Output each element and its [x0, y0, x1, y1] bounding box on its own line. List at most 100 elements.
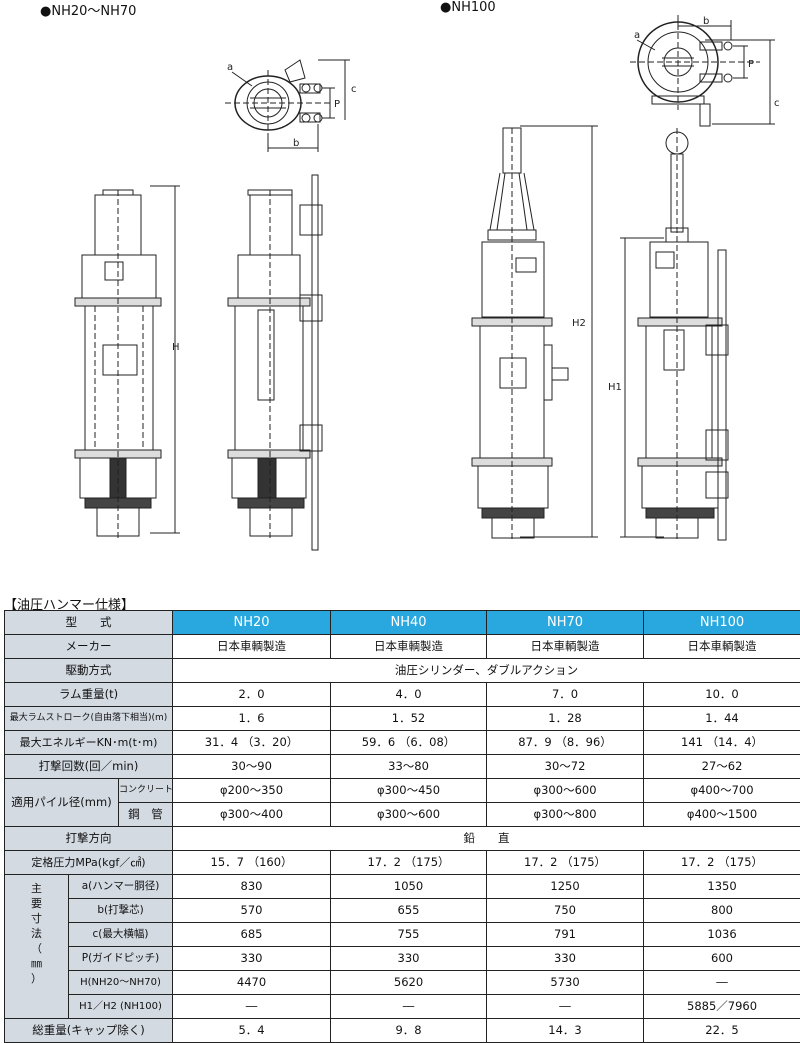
model-header: NH70 — [487, 611, 644, 635]
table-cell: 22．5 — [644, 1019, 800, 1043]
dim-h2: H2 — [572, 318, 586, 329]
table-cell: φ400～700 — [644, 779, 800, 803]
table-row: 最大ラムストローク(自由落下相当)(m) 1．6 1．52 1．28 1．44 — [5, 707, 800, 731]
table-row: 型 式 NH20 NH40 NH70 NH100 — [5, 611, 800, 635]
table-cell: 1．28 — [487, 707, 644, 731]
table-cell: ― — [644, 971, 800, 995]
row-label: ラム重量(t) — [5, 683, 173, 707]
table-row: 打撃方向 鉛 直 — [5, 827, 800, 851]
vertical-char: （ — [5, 941, 68, 956]
table-cell: 570 — [173, 899, 331, 923]
table-cell: φ300～450 — [331, 779, 487, 803]
row-sublabel: c(最大横幅) — [69, 923, 173, 947]
row-sublabel: H1／H2 (NH100) — [69, 995, 173, 1019]
table-row: 最大エネルギーKN･m(t･m) 31．4 （3．20） 59．6 （6．08）… — [5, 731, 800, 755]
table-cell: 5620 — [331, 971, 487, 995]
table-cell: φ400～1500 — [644, 803, 800, 827]
dim-b-left: b — [293, 138, 299, 149]
table-cell: 4470 — [173, 971, 331, 995]
hammer-drawings: a c P b H — [0, 0, 800, 590]
dim-c-left: c — [351, 84, 357, 95]
vertical-char: 主 — [5, 881, 68, 896]
table-cell: 1．44 — [644, 707, 800, 731]
table-cell: ― — [331, 995, 487, 1019]
table-cell: 27～62 — [644, 755, 800, 779]
dim-c-right: c — [774, 98, 780, 109]
vertical-char: ） — [5, 971, 68, 986]
side-elevation-nh100 — [620, 128, 728, 540]
table-cell: 1350 — [644, 875, 800, 899]
table-row: 駆動方式 油圧シリンダー、ダブルアクション — [5, 659, 800, 683]
table-row: 定格圧力MPa(kgf／㎠) 15．7 （160） 17．2 （175） 17．… — [5, 851, 800, 875]
table-cell: ― — [173, 995, 331, 1019]
dim-a-right: a — [634, 30, 640, 41]
table-cell: 14．3 — [487, 1019, 644, 1043]
table-row: H1／H2 (NH100) ― ― ― 5885／7960 — [5, 995, 800, 1019]
table-cell: 10．0 — [644, 683, 800, 707]
table-cell: 日本車輌製造 — [173, 635, 331, 659]
table-cell: 791 — [487, 923, 644, 947]
table-row: 打撃回数(回／min) 30～90 33～80 30～72 27～62 — [5, 755, 800, 779]
table-row: b(打撃芯) 570 655 750 800 — [5, 899, 800, 923]
row-label: 打撃回数(回／min) — [5, 755, 173, 779]
row-label: 適用パイル径(mm) — [5, 779, 119, 827]
table-cell: 30～72 — [487, 755, 644, 779]
table-cell: 9．8 — [331, 1019, 487, 1043]
table-cell: ― — [487, 995, 644, 1019]
table-cell: φ300～600 — [331, 803, 487, 827]
row-sublabel: a(ハンマー胴径) — [69, 875, 173, 899]
table-cell: 17．2 （175） — [487, 851, 644, 875]
vertical-char: 寸 — [5, 911, 68, 926]
table-cell: 1．6 — [173, 707, 331, 731]
table-cell: 755 — [331, 923, 487, 947]
table-cell: 31．4 （3．20） — [173, 731, 331, 755]
row-sublabel: 鋼 管 — [119, 803, 173, 827]
front-elevation-nh20-70 — [75, 186, 180, 540]
dim-h: H — [172, 342, 180, 353]
dim-p-left: P — [334, 99, 340, 110]
row-sublabel: H(NH20～NH70) — [69, 971, 173, 995]
front-elevation-nh100 — [472, 126, 598, 540]
row-label: 駆動方式 — [5, 659, 173, 683]
table-cell: 鉛 直 — [173, 827, 800, 851]
table-cell: 7．0 — [487, 683, 644, 707]
table-row: 鋼 管 φ300～400 φ300～600 φ300～800 φ400～1500 — [5, 803, 800, 827]
vertical-char: ㎜ — [5, 956, 68, 971]
table-cell: 141 （14．4） — [644, 731, 800, 755]
dim-b-right: b — [703, 16, 709, 27]
row-sublabel: P(ガイドピッチ) — [69, 947, 173, 971]
table-cell: φ200～350 — [173, 779, 331, 803]
table-row: P(ガイドピッチ) 330 330 330 600 — [5, 947, 800, 971]
table-cell: 33～80 — [331, 755, 487, 779]
table-cell: 1036 — [644, 923, 800, 947]
table-cell: 5．4 — [173, 1019, 331, 1043]
table-row: 総重量(キャップ除く) 5．4 9．8 14．3 22．5 — [5, 1019, 800, 1043]
model-header: NH100 — [644, 611, 800, 635]
table-cell: 750 — [487, 899, 644, 923]
spec-table: 型 式 NH20 NH40 NH70 NH100 メーカー 日本車輌製造 日本車… — [4, 610, 800, 1043]
table-cell: 30～90 — [173, 755, 331, 779]
table-cell: 330 — [331, 947, 487, 971]
table-cell: 15．7 （160） — [173, 851, 331, 875]
row-label: 最大エネルギーKN･m(t･m) — [5, 731, 173, 755]
table-cell: 日本車輌製造 — [331, 635, 487, 659]
table-cell: 655 — [331, 899, 487, 923]
table-cell: 4．0 — [331, 683, 487, 707]
table-cell: 5730 — [487, 971, 644, 995]
table-row: ラム重量(t) 2．0 4．0 7．0 10．0 — [5, 683, 800, 707]
table-cell: 59．6 （6．08） — [331, 731, 487, 755]
table-row: 適用パイル径(mm) コンクリート φ200～350 φ300～450 φ300… — [5, 779, 800, 803]
table-cell: φ300～600 — [487, 779, 644, 803]
table-cell: 330 — [173, 947, 331, 971]
row-label: メーカー — [5, 635, 173, 659]
table-cell: 1．52 — [331, 707, 487, 731]
table-cell: 1250 — [487, 875, 644, 899]
vertical-char: 要 — [5, 896, 68, 911]
row-label: 総重量(キャップ除く) — [5, 1019, 173, 1043]
table-cell: 685 — [173, 923, 331, 947]
table-cell: 5885／7960 — [644, 995, 800, 1019]
plan-view-nh100 — [630, 15, 775, 126]
table-cell: 油圧シリンダー、ダブルアクション — [173, 659, 800, 683]
table-cell: 800 — [644, 899, 800, 923]
side-elevation-nh20-70 — [228, 175, 322, 550]
